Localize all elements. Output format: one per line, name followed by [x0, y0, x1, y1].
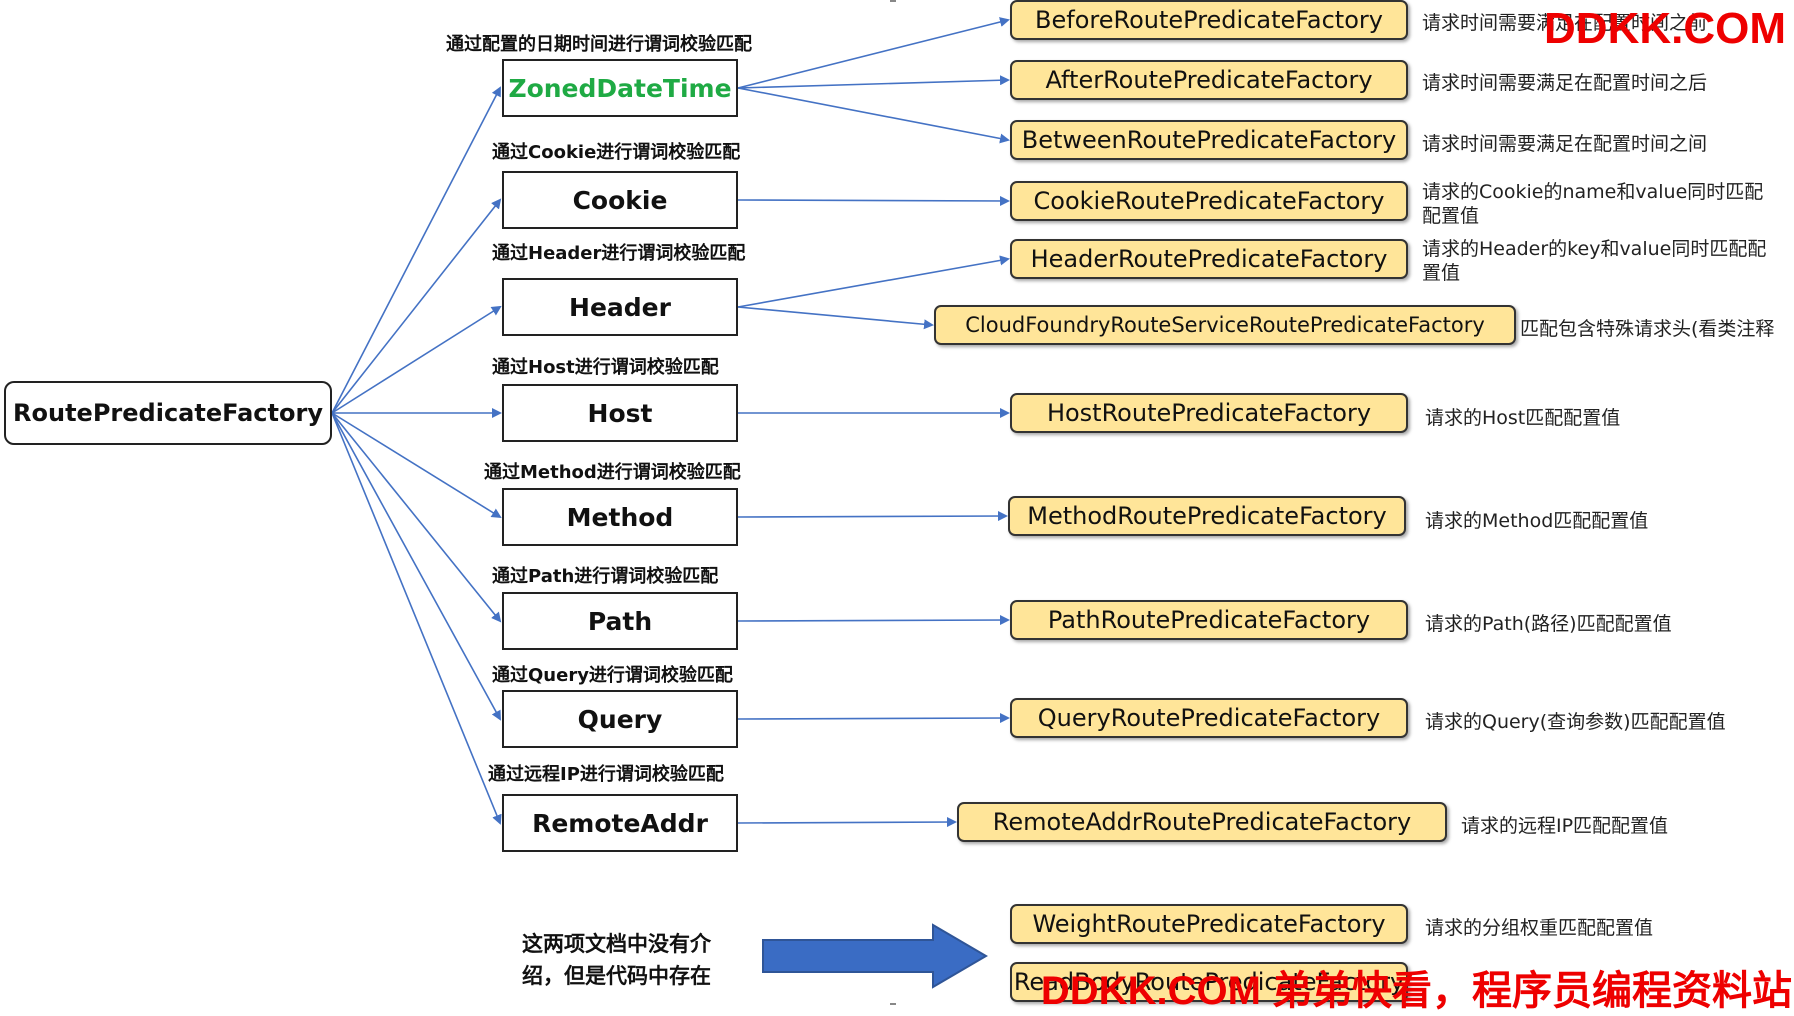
caption-host: 通过Host进行谓词校验匹配 — [492, 357, 719, 378]
node-method-label: Method — [566, 502, 674, 532]
factory-between-label: BetweenRoutePredicateFactory — [1021, 126, 1397, 154]
factory-after: AfterRoutePredicateFactory — [1010, 60, 1408, 100]
node-remoteaddr-label: RemoteAddr — [532, 808, 708, 838]
node-remoteaddr: RemoteAddr — [502, 794, 738, 852]
node-cookie: Cookie — [502, 171, 738, 229]
desc-path: 请求的Path(路径)匹配配置值 — [1425, 613, 1672, 635]
desc-cloudfoundry: 匹配包含特殊请求头(看类注释 — [1520, 318, 1775, 340]
connector-root-header — [331, 305, 502, 414]
caption-path: 通过Path进行谓词校验匹配 — [492, 566, 719, 587]
root-node: RoutePredicateFactory — [4, 381, 332, 445]
factory-host-label: HostRoutePredicateFactory — [1046, 399, 1372, 427]
connector-to-header — [737, 255, 1010, 308]
connector-root-remoteaddr — [331, 412, 502, 825]
caption-header: 通过Header进行谓词校验匹配 — [492, 243, 746, 264]
caption-remoteaddr: 通过远程IP进行谓词校验匹配 — [488, 764, 724, 785]
node-host-label: Host — [587, 398, 653, 428]
factory-before: BeforeRoutePredicateFactory — [1010, 0, 1408, 40]
root-label: RoutePredicateFactory — [13, 399, 323, 427]
factory-cookie: CookieRoutePredicateFactory — [1010, 181, 1408, 221]
factory-method-label: MethodRoutePredicateFactory — [1027, 502, 1387, 530]
factory-readbody-label: ReadBodyRoutePredicateFactory — [1013, 968, 1405, 996]
watermark-top: DDKK.COM — [1544, 4, 1786, 53]
caption-method: 通过Method进行谓词校验匹配 — [484, 462, 741, 483]
desc-between: 请求时间需要满足在配置时间之间 — [1422, 133, 1708, 155]
factory-host: HostRoutePredicateFactory — [1010, 393, 1408, 433]
desc-remoteaddr: 请求的远程IP匹配配置值 — [1461, 815, 1669, 837]
connector-to-between — [737, 87, 1010, 144]
factory-path: PathRoutePredicateFactory — [1010, 600, 1408, 640]
desc-header: 请求的Header的key和value同时匹配配置值 — [1422, 238, 1767, 284]
node-path-label: Path — [587, 606, 653, 636]
node-header-label: Header — [569, 292, 671, 322]
desc-after: 请求时间需要满足在配置时间之后 — [1422, 72, 1708, 94]
node-query-label: Query — [577, 704, 663, 734]
connector-root-zoneddatetime — [331, 86, 501, 414]
connector-to-remoteaddr — [737, 817, 957, 828]
undocumented-note: 这两项文档中没有介绍，但是代码中存在 — [522, 932, 711, 988]
desc-method: 请求的Method匹配配置值 — [1425, 510, 1649, 532]
factory-method: MethodRoutePredicateFactory — [1008, 496, 1406, 536]
factory-cloudfoundry: CloudFoundryRouteServiceRoutePredicateFa… — [934, 305, 1516, 345]
desc-weight: 请求的分组权重匹配配置值 — [1425, 917, 1654, 939]
connector-to-after — [737, 75, 1010, 89]
caption-query: 通过Query进行谓词校验匹配 — [492, 665, 733, 686]
factory-remoteaddr: RemoteAddrRoutePredicateFactory — [957, 802, 1447, 842]
node-zoneddatetime-label: ZonedDateTime — [508, 73, 732, 103]
connector-to-query — [737, 713, 1010, 724]
connector-to-cloudfoundry — [737, 306, 934, 330]
factory-readbody: ReadBodyRoutePredicateFactory — [1010, 962, 1408, 1002]
node-host: Host — [502, 384, 738, 442]
factory-before-label: BeforeRoutePredicateFactory — [1035, 6, 1383, 34]
factory-path-label: PathRoutePredicateFactory — [1047, 606, 1371, 634]
connector-to-path — [737, 615, 1010, 626]
watermark-bottom: DDKK.COM 弟弟快看，程序员编程资料站 — [1040, 969, 1792, 1013]
connector-root-path — [331, 412, 502, 623]
node-zoneddatetime: ZonedDateTime — [502, 59, 738, 117]
connector-root-query — [331, 412, 501, 721]
node-query: Query — [502, 690, 738, 748]
connector-root-cookie — [331, 198, 502, 414]
factory-query: QueryRoutePredicateFactory — [1010, 698, 1408, 738]
node-method: Method — [502, 488, 738, 546]
factory-between: BetweenRoutePredicateFactory — [1010, 120, 1408, 160]
desc-cookie: 请求的Cookie的name和value同时匹配配置值 — [1422, 181, 1764, 227]
node-cookie-label: Cookie — [572, 185, 668, 215]
slide-tick — [890, 1003, 896, 1005]
big-right-arrow — [762, 923, 988, 989]
factory-weight: WeightRoutePredicateFactory — [1010, 904, 1408, 944]
slide-tick — [890, 0, 896, 2]
factory-weight-label: WeightRoutePredicateFactory — [1032, 910, 1386, 938]
desc-before: 请求时间需要满足在配置时间之前 — [1422, 12, 1708, 34]
connector-to-cookie — [737, 195, 1010, 206]
node-header: Header — [502, 278, 738, 336]
root-connectors — [331, 86, 502, 825]
connector-to-method — [737, 511, 1008, 522]
node-path: Path — [502, 592, 738, 650]
factory-query-label: QueryRoutePredicateFactory — [1037, 704, 1381, 732]
connector-root-method — [331, 412, 502, 519]
caption-zoneddatetime: 通过配置的日期时间进行谓词校验匹配 — [446, 34, 752, 55]
factory-header-label: HeaderRoutePredicateFactory — [1030, 245, 1388, 273]
factory-header: HeaderRoutePredicateFactory — [1010, 239, 1408, 279]
factory-connectors — [737, 17, 1010, 828]
connector-to-before — [737, 17, 1010, 89]
caption-cookie: 通过Cookie进行谓词校验匹配 — [492, 142, 741, 163]
desc-query: 请求的Query(查询参数)匹配配置值 — [1425, 711, 1726, 733]
factory-cookie-label: CookieRoutePredicateFactory — [1033, 187, 1385, 215]
factory-after-label: AfterRoutePredicateFactory — [1045, 66, 1373, 94]
factory-remoteaddr-label: RemoteAddrRoutePredicateFactory — [992, 808, 1412, 836]
desc-host: 请求的Host匹配配置值 — [1425, 407, 1621, 429]
factory-cloudfoundry-label: CloudFoundryRouteServiceRoutePredicateFa… — [965, 313, 1485, 337]
